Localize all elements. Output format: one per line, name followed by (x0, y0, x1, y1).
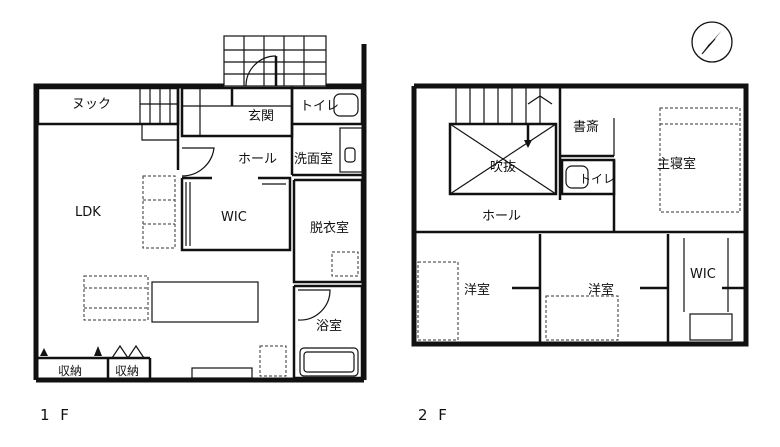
room-label-ldk: LDK (75, 205, 101, 220)
room-label-storage-right: 収納 (115, 364, 139, 378)
floor-label-2f: 2 F (418, 406, 450, 424)
nook-stairs (139, 88, 178, 141)
room-label-dressing: 脱衣室 (310, 220, 349, 236)
exterior-steps (223, 35, 327, 87)
atrium-void (448, 88, 558, 196)
room-label-study: 書斎 (573, 119, 599, 135)
room-label-washroom: 洗面室 (294, 151, 333, 167)
room-label-nook: ヌック (72, 97, 111, 112)
room-label-entrance: 玄関 (248, 109, 274, 124)
room-label-master-bedroom: 主寝室 (657, 156, 696, 172)
first-floor-plan: ヌック 玄関 トイレ ホール 洗面室 LDK WIC 脱衣室 浴室 収納 収納 … (33, 35, 367, 424)
dining-table (83, 275, 259, 323)
room-label-storage-left: 収納 (58, 364, 82, 378)
sofa-outline (142, 175, 176, 249)
room-label-wic-2f: WIC (690, 267, 716, 282)
floor-label-1f: 1 F (40, 406, 72, 424)
room-label-hall-1f: ホール (238, 152, 277, 167)
second-floor-plan: 吹抜 書斎 主寝室 トイレ ホール 洋室 洋室 WIC 2 F (411, 83, 749, 424)
room-label-hall-2f: ホール (482, 209, 521, 224)
compass-arrow-icon (691, 21, 733, 63)
room-label-wic-1f: WIC (221, 210, 247, 225)
room-label-toilet-2f: トイレ (579, 172, 615, 186)
room-label-bath: 浴室 (316, 318, 342, 334)
room-label-western-room-right: 洋室 (588, 282, 614, 298)
room-label-western-room-left: 洋室 (464, 282, 490, 298)
room-label-atrium: 吹抜 (490, 159, 516, 175)
room-label-toilet-1f: トイレ (300, 99, 339, 114)
